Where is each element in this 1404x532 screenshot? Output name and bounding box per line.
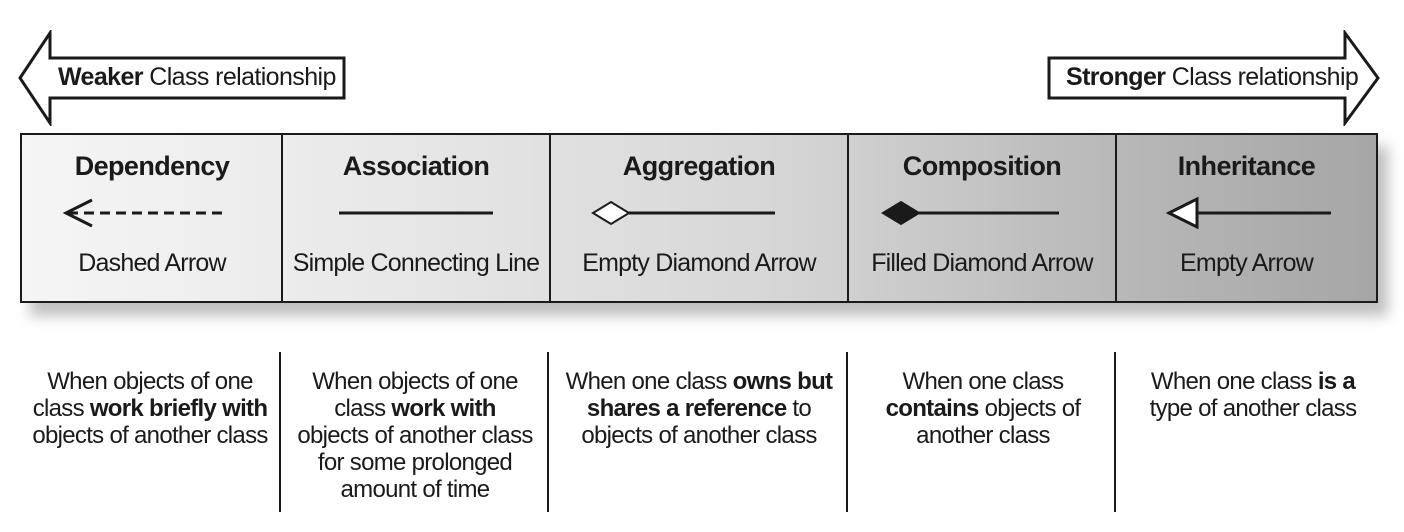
desc-text: objects of [978, 395, 1081, 422]
weaker-label-rest: Class relationship [142, 63, 336, 91]
empty-diamond-arrow-icon [591, 200, 775, 226]
desc-bold: work with [391, 395, 496, 422]
relationship-title: Dependency [74, 151, 230, 181]
desc-text: objects of another class [32, 422, 268, 449]
desc-text: for some prolonged [317, 449, 513, 476]
desc-bold: contains [885, 395, 980, 422]
relationship-cell-inheritance: Inheritance Empty Arrow [1117, 135, 1376, 301]
description-dependency: When objects of one class work briefly w… [18, 368, 282, 449]
relationship-cell-dependency: Dependency Dashed Arrow [22, 135, 282, 301]
relationship-caption: Dashed Arrow [78, 249, 226, 277]
desc-text: When objects of one [47, 368, 253, 395]
filled-diamond-arrow-icon [881, 200, 1059, 226]
stronger-label: Stronger Class relationship [1066, 59, 1359, 95]
empty-arrow-icon [1165, 196, 1331, 230]
dashed-arrow-icon [62, 198, 224, 228]
desc-bold: work briefly with [89, 395, 268, 422]
stronger-label-bold: Stronger [1066, 63, 1166, 91]
relationship-cell-aggregation: Aggregation Empty Diamond Arrow [551, 135, 847, 301]
right-arrow-outline-icon [1047, 30, 1380, 126]
description-aggregation: When one class owns but shares a referen… [550, 368, 848, 449]
desc-text: amount of time [340, 476, 491, 503]
description-inheritance: When one class is a type of another clas… [1117, 368, 1389, 422]
desc-text: When one class [1150, 368, 1318, 395]
desc-bold: is a [1317, 368, 1356, 395]
weaker-relationship-banner: Weaker Class relationship [18, 30, 348, 126]
desc-text: class [334, 395, 392, 422]
desc-text: another class [916, 422, 1050, 449]
relationship-caption: Simple Connecting Line [292, 249, 540, 277]
relationship-caption: Empty Arrow [1180, 249, 1314, 277]
relationship-title: Association [342, 151, 490, 181]
description-divider [1114, 352, 1116, 512]
solid-line-icon [339, 211, 493, 215]
cell-divider [847, 135, 849, 301]
stronger-relationship-banner: Stronger Class relationship [1046, 30, 1382, 126]
desc-bold: shares a reference [586, 395, 787, 422]
cell-divider [549, 135, 551, 301]
desc-text: type of another class [1149, 395, 1357, 422]
relationship-caption: Empty Diamond Arrow [582, 249, 816, 277]
desc-bold: owns but [732, 368, 833, 395]
cell-divider [281, 135, 283, 301]
description-composition: When one class contains objects of anoth… [849, 368, 1117, 449]
weaker-label: Weaker Class relationship [58, 59, 336, 95]
description-divider [846, 352, 848, 512]
relationship-title: Composition [902, 151, 1062, 181]
description-divider [279, 352, 281, 512]
left-arrow-outline-icon [18, 30, 346, 126]
desc-text: class [32, 395, 90, 422]
relationship-title: Inheritance [1177, 151, 1316, 181]
desc-text: objects of another class [297, 422, 533, 449]
desc-text: When objects of one [312, 368, 518, 395]
desc-text: When one class [902, 368, 1065, 395]
desc-text: objects of another class [581, 422, 817, 449]
stronger-label-rest: Class relationship [1165, 63, 1359, 91]
desc-text: When one class [565, 368, 733, 395]
relationship-title: Aggregation [622, 151, 776, 181]
desc-text: to [786, 395, 812, 422]
weaker-label-bold: Weaker [58, 63, 143, 91]
cell-divider [1115, 135, 1117, 301]
relationship-band: Dependency Dashed Arrow Association Simp… [20, 133, 1378, 303]
description-association: When objects of one class work with obje… [282, 368, 548, 503]
relationship-cell-composition: Composition Filled Diamond Arrow [849, 135, 1115, 301]
relationship-cell-association: Association Simple Connecting Line [283, 135, 549, 301]
description-divider [547, 352, 549, 512]
relationship-caption: Filled Diamond Arrow [871, 249, 1093, 277]
